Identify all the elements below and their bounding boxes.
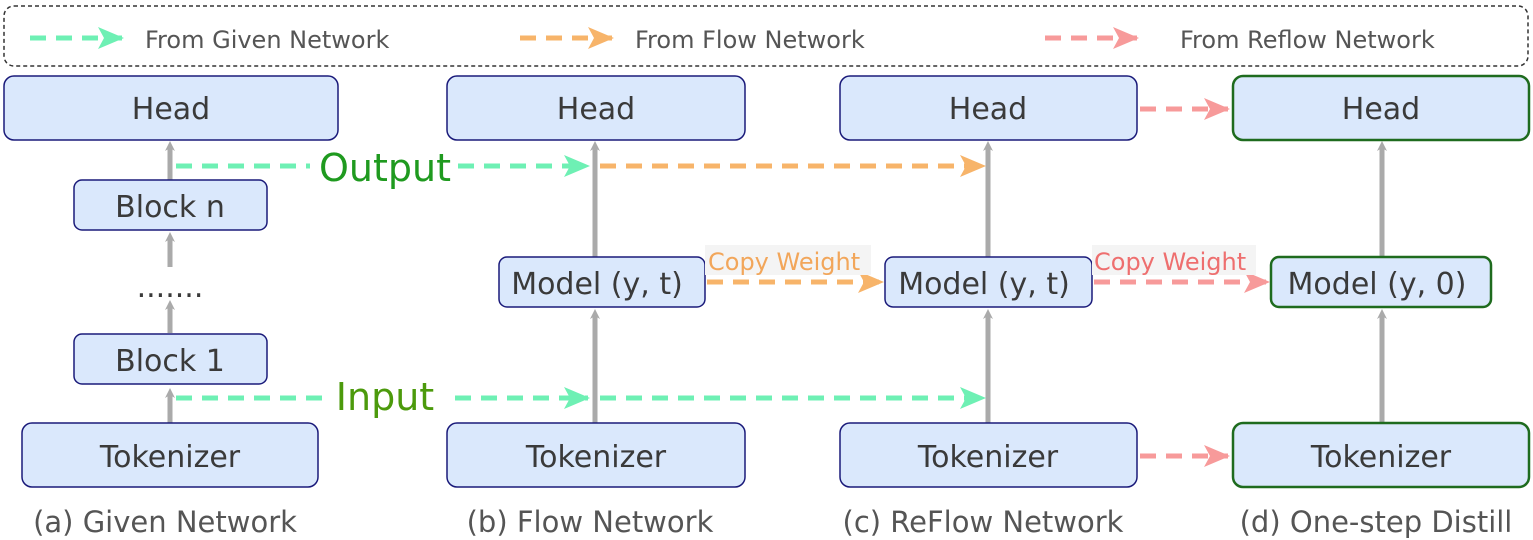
box-c-head (839, 75, 1138, 141)
box-a-block-n (73, 179, 268, 231)
label-b-head: Head (557, 92, 635, 127)
box-a-block-1 (73, 333, 268, 385)
ellipsis-a: ....... (137, 270, 204, 305)
caption-c: (c) ReFlow Network (843, 505, 1124, 539)
legend-flow-label: From Flow Network (635, 26, 865, 54)
label-output: Output (319, 146, 451, 190)
box-c-model (884, 256, 1093, 308)
caption-d: (d) One-step Distill (1240, 505, 1513, 539)
label-a-tokenizer: Tokenizer (99, 440, 241, 475)
label-a-block-1: Block 1 (115, 344, 225, 379)
label-c-head: Head (949, 92, 1027, 127)
box-a-head (3, 75, 339, 141)
legend-flow: From Flow Network (520, 26, 865, 54)
box-b-model (498, 256, 706, 308)
label-d-tokenizer: Tokenizer (1310, 440, 1452, 475)
label-copy-weight-1: Copy Weight (708, 248, 860, 276)
box-c-tokenizer (839, 422, 1138, 488)
label-c-model: Model (y, t) (898, 267, 1070, 302)
caption-a: (a) Given Network (33, 505, 297, 539)
label-input: Input (336, 375, 434, 419)
label-a-block-n: Block n (115, 190, 225, 225)
label-d-model: Model (y, 0) (1288, 267, 1467, 302)
label-b-model: Model (y, t) (511, 267, 683, 302)
legend-given-label: From Given Network (145, 26, 389, 54)
legend-reflow: From Reflow Network (1045, 26, 1435, 54)
label-c-tokenizer: Tokenizer (917, 440, 1059, 475)
copy-weight-bg-1 (705, 245, 871, 275)
box-a-tokenizer (21, 422, 319, 488)
box-d-tokenizer (1231, 421, 1531, 489)
label-d-head: Head (1342, 92, 1420, 127)
copy-weight-bg-2 (1092, 245, 1256, 275)
label-copy-weight-2: Copy Weight (1094, 248, 1246, 276)
label-a-head: Head (132, 92, 210, 127)
legend-reflow-label: From Reflow Network (1180, 26, 1435, 54)
box-d-model (1269, 255, 1493, 309)
legend-given: From Given Network (30, 26, 389, 54)
legend-frame (3, 5, 1529, 67)
box-b-head (446, 75, 746, 141)
label-b-tokenizer: Tokenizer (525, 440, 667, 475)
box-b-tokenizer (446, 422, 746, 488)
caption-b: (b) Flow Network (467, 505, 714, 539)
box-d-head (1231, 74, 1531, 142)
